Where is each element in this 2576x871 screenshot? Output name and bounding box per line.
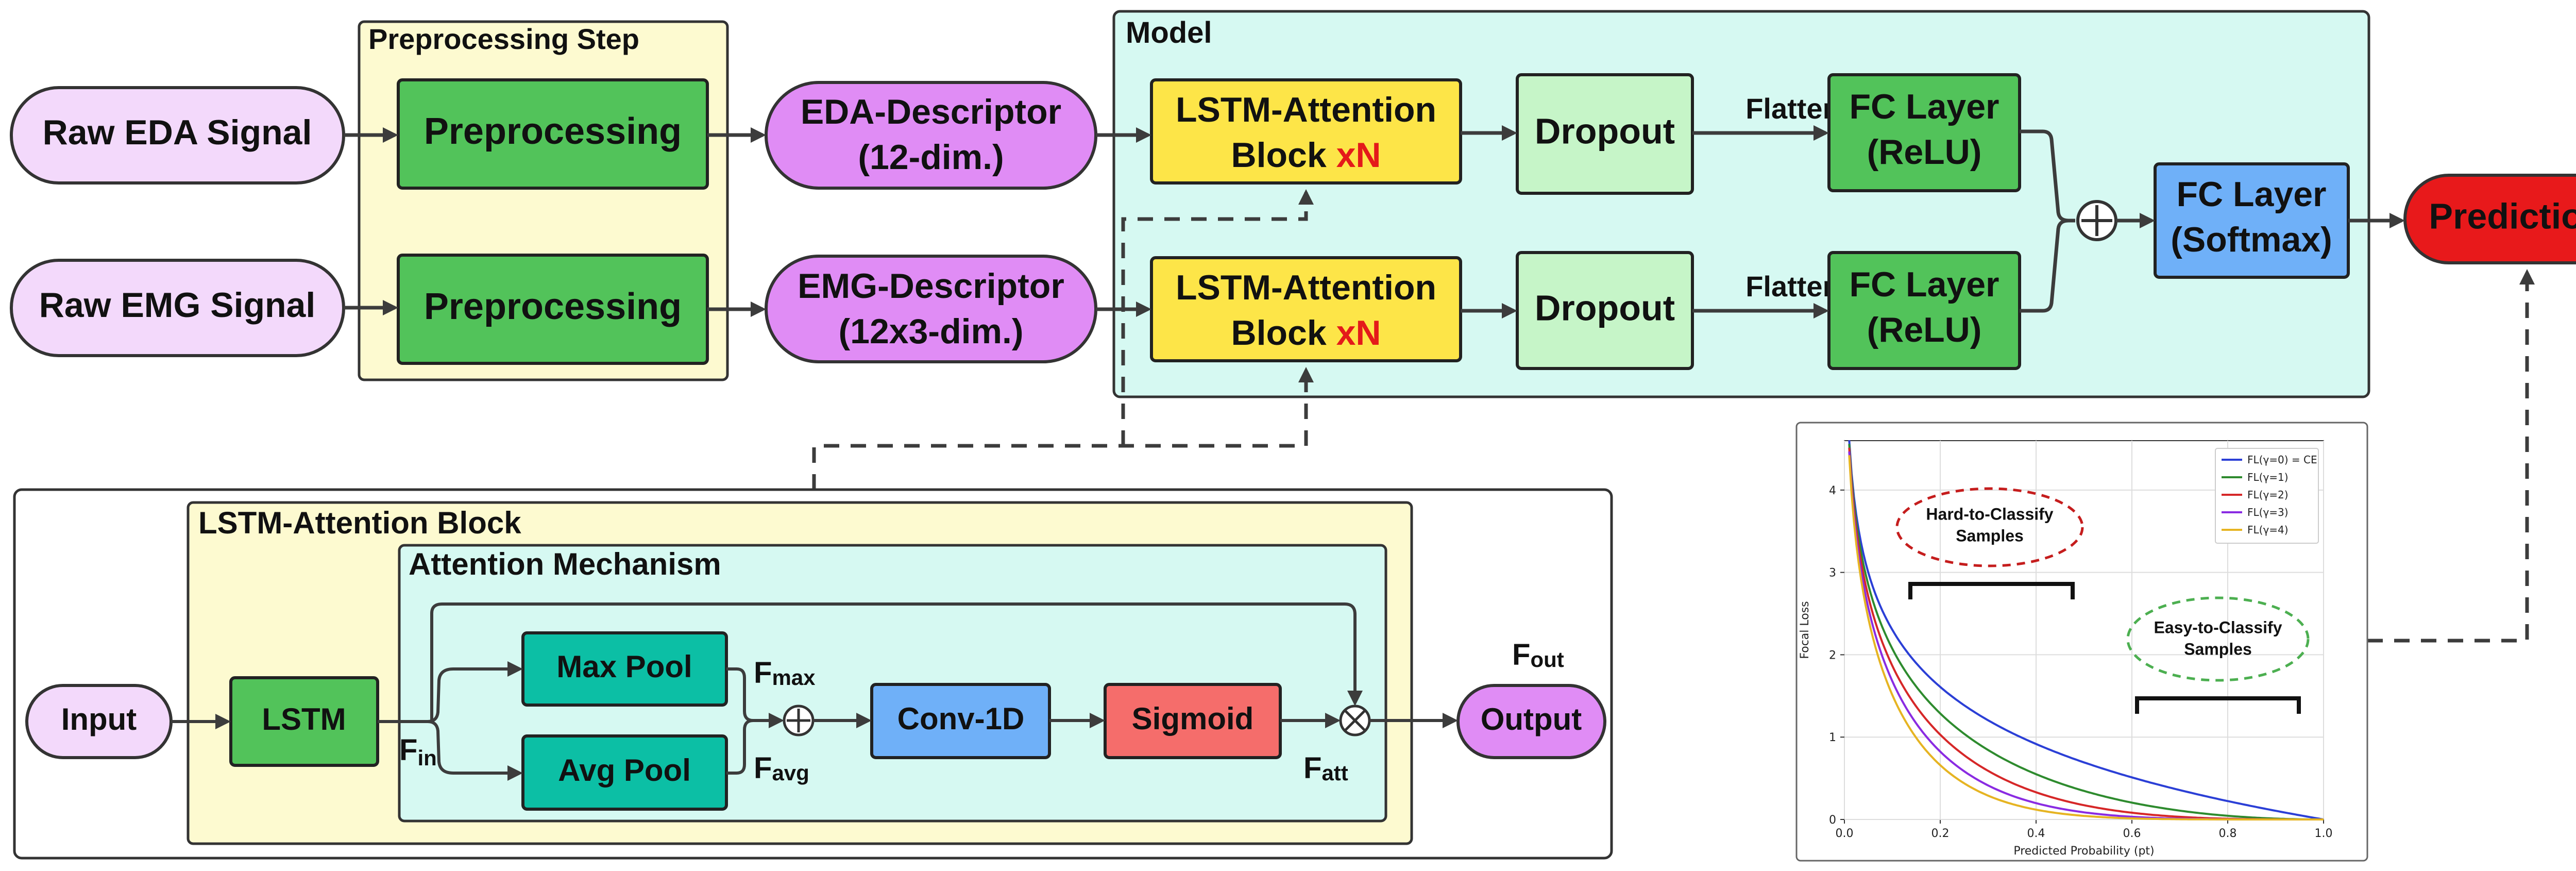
lstm-block-detail-title: LSTM-Attention Block [198, 506, 521, 540]
detail-arrows [171, 602, 1458, 781]
series-line [1848, 444, 2324, 820]
eda-descriptor-line1: EDA-Descriptor [801, 92, 1061, 131]
easy-samples-bracket [2135, 696, 2301, 714]
flatten-label-eda: Flatten [1745, 92, 1840, 125]
y-tick-label: 0 [1829, 814, 1836, 827]
emg-descriptor-line2: (12x3-dim.) [839, 312, 1024, 351]
preprocessing-group-title: Preprocessing Step [368, 23, 639, 55]
sigmoid-label: Sigmoid [1132, 701, 1254, 736]
attention-add-icon [783, 705, 815, 736]
raw-eda-label: Raw EDA Signal [43, 113, 312, 152]
hard-samples-ellipse [1895, 487, 2084, 567]
model-title: Model [1126, 16, 1212, 49]
legend-box [2215, 448, 2319, 544]
x-axis-label: Predicted Probability (pt) [2013, 845, 2154, 858]
hard-samples-bracket [1908, 582, 2075, 599]
eda-descriptor-line2: (12-dim.) [858, 138, 1004, 177]
y-tick-label: 1 [1829, 731, 1836, 744]
legend-label: FL(γ=4) [2247, 524, 2289, 536]
legend-label: FL(γ=2) [2247, 489, 2289, 501]
y-tick-label: 4 [1829, 484, 1836, 497]
y-tick-label: 2 [1829, 649, 1836, 662]
block-output [1456, 684, 1606, 759]
y-axis-label: Focal Loss [1799, 601, 1811, 659]
x-tick-label: 0.2 [1931, 827, 1950, 840]
legend-label: FL(γ=3) [2247, 506, 2289, 518]
lstm-eda-line1: LSTM-Attention [1176, 90, 1436, 129]
easy-samples-line1: Easy-to-Classify [2154, 618, 2282, 636]
lstm-emg-line1: LSTM-Attention [1176, 268, 1436, 307]
x-tick-label: 0.0 [1836, 827, 1854, 840]
lstm-eda-repeat: xN [1336, 136, 1381, 175]
top-pipeline-arrows [344, 125, 2405, 319]
fc-softmax-line2: (Softmax) [2171, 220, 2332, 259]
x-tick-label: 0.4 [2027, 827, 2045, 840]
predictions-label: Predictions [2429, 196, 2576, 236]
lstm-emg-repeat: xN [1336, 313, 1381, 353]
attention-mechanism-title: Attention Mechanism [409, 547, 721, 581]
fc-relu-emg-line2: (ReLU) [1867, 310, 1982, 349]
hard-samples-line2: Samples [1956, 526, 2024, 545]
y-tick-label: 3 [1829, 567, 1836, 580]
lstm-eda-line2: Block xN [1231, 136, 1381, 175]
dropout-eda-label: Dropout [1535, 111, 1675, 151]
preprocessing-emg-label: Preprocessing [424, 286, 682, 327]
raw-emg-label: Raw EMG Signal [39, 286, 316, 325]
max-pool-label: Max Pool [556, 649, 692, 684]
f-out-label: Fout [1512, 638, 1564, 672]
lstm-emg-line2: Block xN [1231, 313, 1381, 353]
attention-multiply-icon [1339, 705, 1371, 736]
legend-label: FL(γ=1) [2247, 471, 2289, 483]
f-max-label: Fmax [754, 656, 816, 690]
easy-samples-line2: Samples [2184, 640, 2252, 658]
preprocessing-eda-label: Preprocessing [424, 111, 682, 152]
x-tick-label: 0.6 [2123, 827, 2141, 840]
block-input-label: Input [61, 702, 137, 736]
x-tick-label: 1.0 [2315, 827, 2333, 840]
legend-label: FL(γ=0) = CE [2247, 454, 2317, 466]
lstm-detail-connector [812, 189, 2535, 643]
dropout-emg-label: Dropout [1535, 288, 1675, 328]
lstm-cell-label: LSTM [262, 702, 346, 736]
fc-relu-eda-line1: FC Layer [1850, 87, 1999, 126]
conv1d-label: Conv-1D [897, 701, 1025, 736]
series-line [1848, 440, 2324, 820]
series-line [1848, 455, 2324, 820]
fc-softmax-line1: FC Layer [2177, 175, 2327, 214]
fc-relu-emg-line1: FC Layer [1850, 265, 1999, 304]
f-avg-label: Favg [754, 751, 809, 785]
f-att-label: Fatt [1303, 751, 1348, 785]
emg-descriptor-line1: EMG-Descriptor [798, 266, 1064, 306]
x-tick-label: 0.8 [2219, 827, 2237, 840]
flatten-label-emg: Flatten [1745, 270, 1840, 303]
hard-samples-line1: Hard-to-Classify [1926, 505, 2053, 523]
block-output-label: Output [1481, 702, 1582, 736]
concat-operator-icon [2076, 200, 2117, 241]
predictions [2403, 174, 2576, 264]
f-in-label: Fin [399, 733, 437, 770]
avg-pool-label: Avg Pool [558, 753, 691, 788]
fc-relu-eda-line2: (ReLU) [1867, 132, 1982, 172]
easy-samples-ellipse [2126, 596, 2310, 682]
